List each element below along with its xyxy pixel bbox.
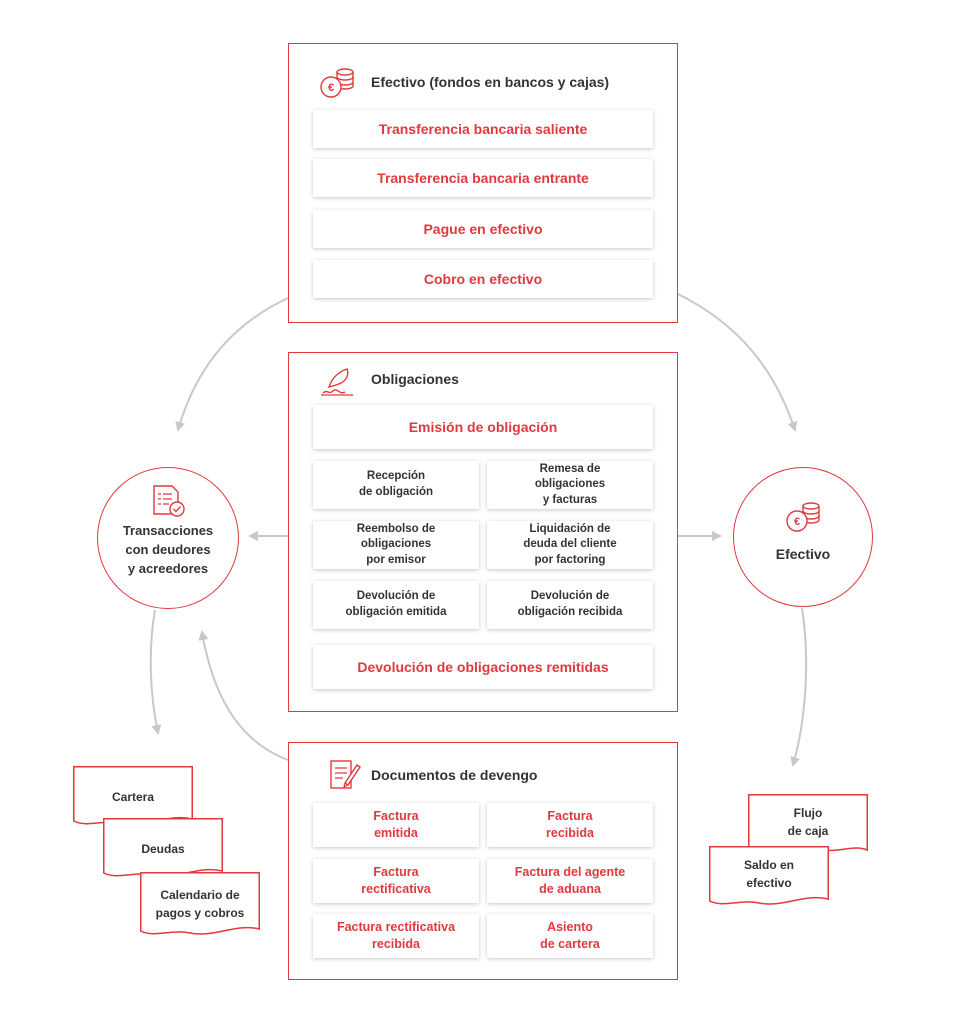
cash-item[interactable]: Transferencia bancaria entrante [313,159,653,197]
transactions-circle-label: Transacciones con deudores y acreedores [122,523,214,576]
accrual-panel-title: Documentos de devengo [371,767,538,783]
arrow-transactions-to-documents [149,609,162,735]
cash-item[interactable]: Transferencia bancaria saliente [313,110,653,148]
arrow-efectivo-to-documents [790,607,808,767]
efectivo-circle[interactable]: € Efectivo [733,467,873,607]
document-label: Saldo en efectivo [743,858,794,890]
obligation-item[interactable]: Devolución de obligación emitida [313,581,479,629]
document-calendario[interactable]: Calendario de pagos y cobros [140,872,260,938]
cash-item[interactable]: Pague en efectivo [313,210,653,248]
accrual-item[interactable]: Factura rectificativa [313,859,479,903]
accrual-item[interactable]: Factura rectificativa recibida [313,914,479,958]
document-label: Flujo de caja [787,806,829,838]
cash-panel: € Efectivo (fondos en bancos y cajas) Tr… [288,43,678,323]
coins-euro-icon: € [319,66,355,105]
obligation-item[interactable]: Recepción de obligación [313,461,479,509]
obligation-item[interactable]: Liquidación de deuda del cliente por fac… [487,521,653,569]
obligation-item-returned[interactable]: Devolución de obligaciones remitidas [313,645,653,689]
obligation-item-issue[interactable]: Emisión de obligación [313,405,653,449]
document-label: Calendario de pagos y cobros [155,888,245,920]
obligation-item[interactable]: Devolución de obligación recibida [487,581,653,629]
document-deudas[interactable]: Deudas [103,818,223,880]
document-flujo-caja[interactable]: Flujo de caja [748,794,868,856]
accrual-item[interactable]: Factura emitida [313,803,479,847]
accrual-item[interactable]: Factura recibida [487,803,653,847]
svg-text:€: € [794,516,800,528]
transactions-circle[interactable]: Transacciones con deudores y acreedores [97,467,239,609]
document-label: Deudas [141,842,185,856]
arrow-cash-to-transactions [175,297,289,432]
cash-item[interactable]: Cobro en efectivo [313,260,653,298]
obligation-item[interactable]: Remesa de obligaciones y facturas [487,461,653,509]
obligation-item[interactable]: Reembolso de obligaciones por emisor [313,521,479,569]
efectivo-circle-label: Efectivo [775,546,831,562]
accrual-panel: Documentos de devengo Factura emitida Fa… [288,742,678,980]
obligations-panel-title: Obligaciones [371,371,459,387]
document-label: Cartera [111,790,155,804]
obligations-panel: Obligaciones Emisión de obligación Recep… [288,352,678,712]
accrual-item[interactable]: Asiento de cartera [487,914,653,958]
svg-text:€: € [328,82,334,94]
document-saldo-efectivo[interactable]: Saldo en efectivo [709,846,829,908]
accrual-item[interactable]: Factura del agente de aduana [487,859,653,903]
signature-hand-icon [319,365,357,404]
cash-panel-title: Efectivo (fondos en bancos y cajas) [371,74,610,90]
document-edit-icon [329,757,361,796]
arrow-accrual-to-transactions [198,630,289,761]
coins-euro-icon: € [785,500,821,539]
arrow-cash-to-efectivo [677,293,798,432]
checklist-document-icon [152,484,186,523]
